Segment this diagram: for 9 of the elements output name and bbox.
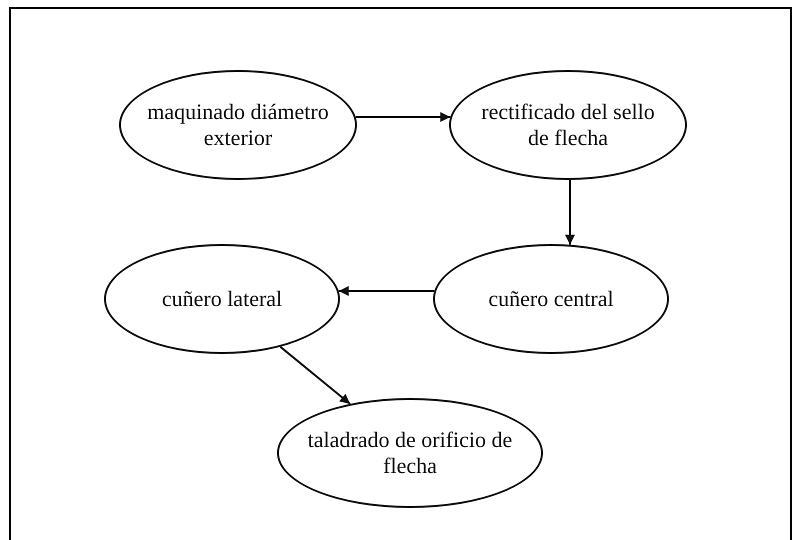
process-label: cuñero central <box>488 286 614 312</box>
process-label: rectificado del sello de flecha <box>480 98 656 152</box>
process-label: taladrado de orificio de flecha <box>306 426 514 480</box>
arrow <box>280 346 351 405</box>
process-label: maquinado diámetro exterior <box>146 98 330 152</box>
arrow <box>338 286 434 296</box>
process-label: cuñero lateral <box>162 286 282 312</box>
arrow <box>356 112 450 122</box>
arrow <box>565 180 575 245</box>
